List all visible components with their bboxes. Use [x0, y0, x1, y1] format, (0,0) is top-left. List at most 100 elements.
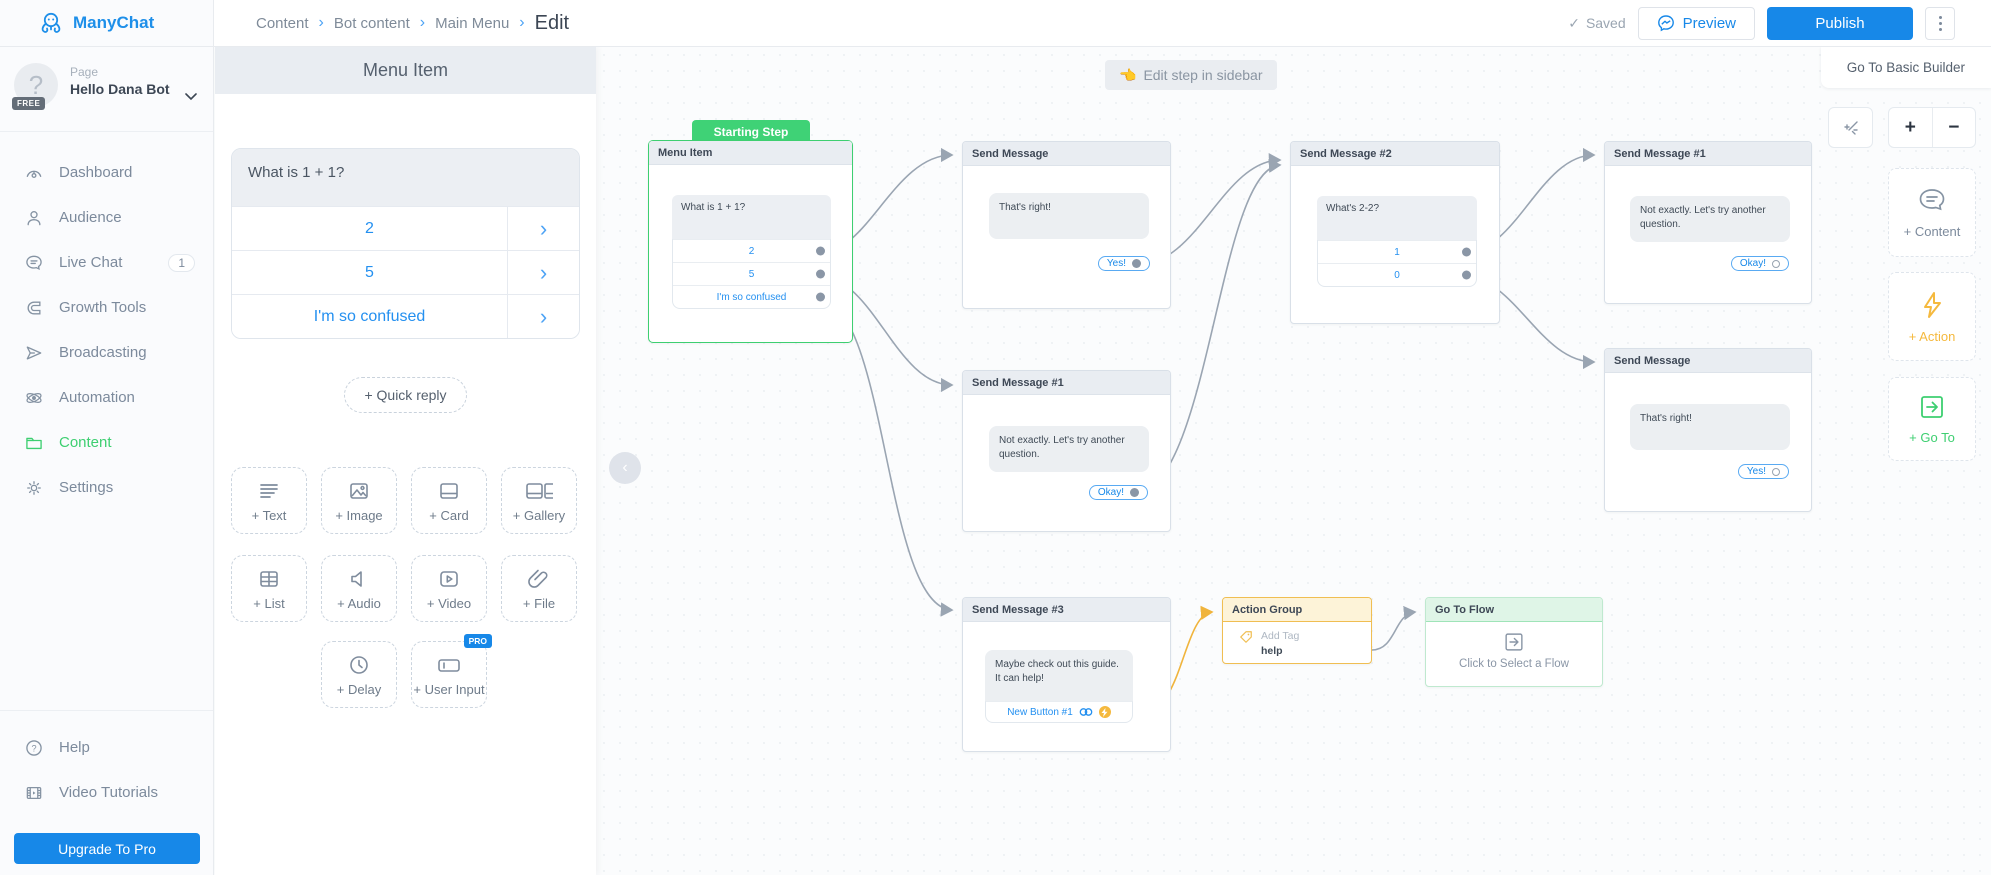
node-title[interactable]: Send Message: [963, 142, 1170, 166]
sidebar-item-video-tutorials[interactable]: Video Tutorials: [0, 770, 213, 815]
connector-dot[interactable]: [1462, 247, 1471, 257]
add-gallery-block-button[interactable]: + Gallery: [501, 467, 577, 534]
message-button-label: Yes!: [1746, 466, 1766, 477]
node-option-row[interactable]: 1: [1318, 240, 1476, 263]
option-label[interactable]: 5: [365, 263, 374, 281]
node-title[interactable]: Send Message #3: [963, 598, 1170, 622]
sidebar-item-dashboard[interactable]: Dashboard: [0, 150, 213, 195]
preview-button[interactable]: Preview: [1637, 6, 1755, 40]
question-text[interactable]: What is 1 + 1?: [232, 149, 579, 206]
add-list-block-button[interactable]: + List: [231, 555, 307, 622]
node-send-message-3[interactable]: Send Message #3 Maybe check out this gui…: [962, 597, 1171, 752]
sidebar-item-live-chat[interactable]: Live Chat 1: [0, 240, 213, 285]
node-go-to-flow[interactable]: Go To Flow Click to Select a Flow: [1425, 597, 1603, 687]
node-send-message-2[interactable]: Send Message #2 What's 2-2? 1 0: [1290, 141, 1500, 324]
sidebar-item-help[interactable]: ? Help: [0, 725, 213, 770]
chevron-right-icon[interactable]: ›: [507, 207, 579, 250]
flow-canvas[interactable]: ‹ 👈 Edit step in sidebar Go To Basic Bui…: [596, 47, 1991, 875]
message-button[interactable]: Yes!: [1737, 464, 1789, 479]
message-button[interactable]: Okay!: [1730, 256, 1789, 271]
add-video-block-button[interactable]: + Video: [411, 555, 487, 622]
chevron-right-icon[interactable]: ›: [507, 251, 579, 294]
collapse-panel-button[interactable]: ‹: [609, 452, 641, 484]
add-action-step-button[interactable]: + Action: [1888, 272, 1976, 361]
node-title[interactable]: Send Message #1: [963, 371, 1170, 395]
node-option-label: 1: [1394, 246, 1400, 258]
node-send-message[interactable]: Send Message That's right! Yes!: [962, 141, 1171, 309]
sidebar-item-automation[interactable]: Automation: [0, 375, 213, 420]
connector-dot[interactable]: [1132, 259, 1141, 268]
add-audio-block-button[interactable]: + Audio: [321, 555, 397, 622]
auto-arrange-button[interactable]: [1828, 107, 1873, 148]
sidebar-item-label: Automation: [59, 389, 135, 406]
sidebar-item-label: Content: [59, 434, 112, 451]
zoom-out-button[interactable]: −: [1948, 116, 1960, 138]
message-button[interactable]: Okay!: [1088, 485, 1148, 500]
add-card-block-button[interactable]: + Card: [411, 467, 487, 534]
go-to-basic-builder-button[interactable]: Go To Basic Builder: [1820, 47, 1991, 88]
sidebar-item-broadcasting[interactable]: Broadcasting: [0, 330, 213, 375]
node-title[interactable]: Send Message: [1605, 349, 1811, 373]
option-label[interactable]: 2: [365, 219, 374, 237]
node-options: 2 5 I'm so confused: [672, 239, 831, 309]
node-action-group[interactable]: Action Group Add Tag help: [1222, 597, 1372, 664]
select-flow-placeholder[interactable]: Click to Select a Flow: [1459, 658, 1569, 670]
breadcrumb-item[interactable]: Main Menu: [435, 14, 510, 32]
option-label[interactable]: I'm so confused: [313, 307, 426, 325]
connector-dot[interactable]: [816, 269, 825, 279]
node-option-label: I'm so confused: [716, 291, 787, 303]
add-delay-block-button[interactable]: + Delay: [321, 641, 397, 708]
goto-arrow-icon: [1921, 396, 1943, 418]
node-title[interactable]: Menu Item: [649, 141, 852, 165]
connector-dot[interactable]: [816, 292, 825, 302]
sidebar-item-content[interactable]: Content: [0, 420, 213, 465]
node-menu-item[interactable]: Menu Item What is 1 + 1? 2 5 I'm so conf…: [648, 140, 853, 343]
connector-dot[interactable]: [816, 246, 825, 256]
connector-dot[interactable]: [1130, 488, 1139, 497]
message-button[interactable]: Yes!: [1097, 256, 1150, 271]
chevron-right-icon[interactable]: ›: [507, 295, 579, 338]
node-send-message-1-mid[interactable]: Send Message #1 Not exactly. Let's try a…: [962, 370, 1171, 532]
option-row[interactable]: 2 ›: [232, 206, 579, 250]
question-card[interactable]: What is 1 + 1? 2 › 5 › I'm so confused ›: [231, 148, 580, 339]
sidebar-item-growth-tools[interactable]: Growth Tools: [0, 285, 213, 330]
add-content-step-button[interactable]: + Content: [1888, 168, 1976, 257]
link-icon[interactable]: [1079, 707, 1093, 717]
logo[interactable]: ManyChat: [0, 0, 214, 46]
node-option-row[interactable]: 0: [1318, 263, 1476, 286]
message-button-row[interactable]: New Button #1: [985, 701, 1133, 723]
add-goto-step-button[interactable]: + Go To: [1888, 377, 1976, 461]
add-file-block-button[interactable]: + File: [501, 555, 577, 622]
connector-dot[interactable]: [1772, 259, 1780, 268]
zoom-controls: + −: [1888, 107, 1976, 148]
page-switcher[interactable]: ? FREE Page Hello Dana Bot: [0, 47, 213, 132]
node-option-row[interactable]: 5: [673, 262, 830, 285]
add-user-input-block-button[interactable]: PRO + User Input: [411, 634, 492, 708]
sidebar-item-audience[interactable]: Audience: [0, 195, 213, 240]
add-text-block-button[interactable]: + Text: [231, 467, 307, 534]
action-bolt-icon[interactable]: [1098, 706, 1111, 718]
node-title[interactable]: Send Message #2: [1291, 142, 1499, 166]
publish-button[interactable]: Publish: [1767, 6, 1913, 40]
breadcrumb-item[interactable]: Content: [256, 14, 309, 32]
node-title[interactable]: Send Message #1: [1605, 142, 1811, 166]
message-bubble: That's right!: [1630, 404, 1790, 450]
add-quick-reply-button[interactable]: + Quick reply: [344, 377, 467, 413]
plan-badge: FREE: [12, 97, 46, 110]
more-options-button[interactable]: [1925, 6, 1955, 40]
node-option-row[interactable]: 2: [673, 239, 830, 262]
connector-dot[interactable]: [1462, 270, 1471, 280]
option-row[interactable]: 5 ›: [232, 250, 579, 294]
add-image-block-button[interactable]: + Image: [321, 467, 397, 534]
node-send-message-1-right[interactable]: Send Message #1 Not exactly. Let's try a…: [1604, 141, 1812, 304]
node-title[interactable]: Go To Flow: [1426, 598, 1602, 622]
zoom-in-button[interactable]: +: [1889, 108, 1933, 147]
breadcrumb-item[interactable]: Bot content: [333, 14, 410, 32]
node-send-message-right[interactable]: Send Message That's right! Yes!: [1604, 348, 1812, 512]
upgrade-to-pro-button[interactable]: Upgrade To Pro: [14, 833, 200, 864]
sidebar-item-settings[interactable]: Settings: [0, 465, 213, 510]
node-title[interactable]: Action Group: [1223, 598, 1371, 622]
connector-dot[interactable]: [1772, 467, 1780, 476]
option-row[interactable]: I'm so confused ›: [232, 294, 579, 338]
node-option-row[interactable]: I'm so confused: [673, 285, 830, 308]
